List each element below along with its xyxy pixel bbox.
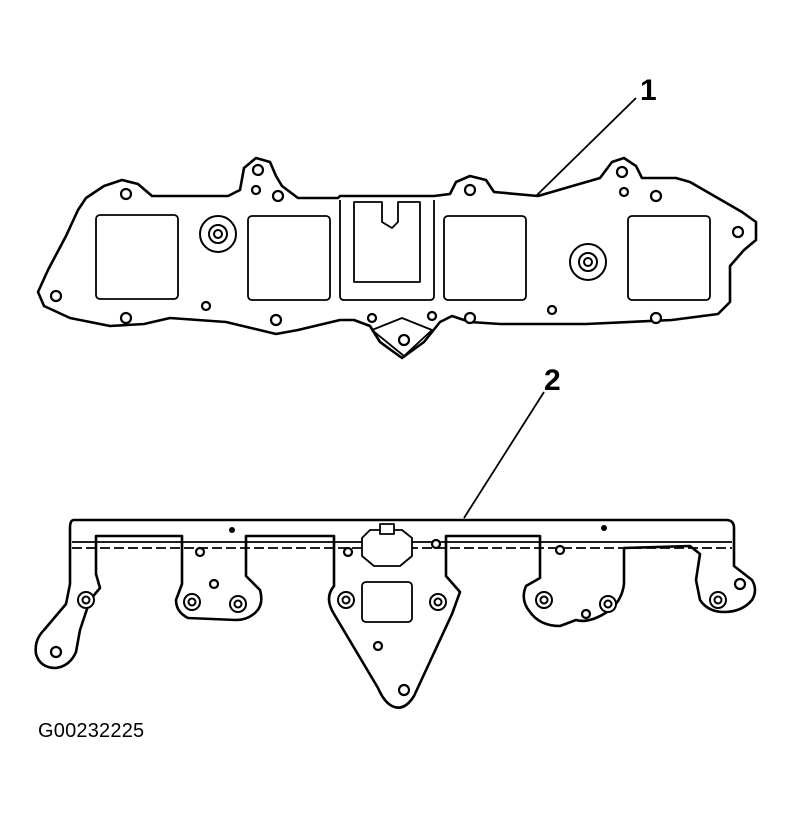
nut-left [199,215,237,253]
part-1-outline [36,156,758,360]
callout-2-leader [463,391,545,519]
center-channel-inner [353,201,421,283]
center-channel [339,200,435,301]
center-connector [361,529,413,567]
port-window-1 [95,214,179,300]
nut-right [569,243,607,281]
center-window [361,581,413,623]
rivet-left [229,527,235,533]
plain-holes-part-2 [49,538,747,697]
callout-1-label: 1 [640,74,657,107]
connector-tab [379,523,395,535]
part-2-bracket [34,518,757,709]
boss-hole [397,333,411,347]
part-2-outline [34,518,757,709]
port-window-3 [443,215,527,301]
rivet-right [601,525,607,531]
port-window-4 [627,215,711,301]
port-window-2 [247,215,331,301]
center-boss [371,317,433,357]
figure-id: G00232225 [38,720,145,742]
part-1-gasket [36,156,758,360]
bolt-holes-part-1 [49,163,745,327]
fasteners-part-2 [77,591,727,613]
callout-1-leader [535,97,637,197]
callout-2-label: 2 [544,364,561,397]
